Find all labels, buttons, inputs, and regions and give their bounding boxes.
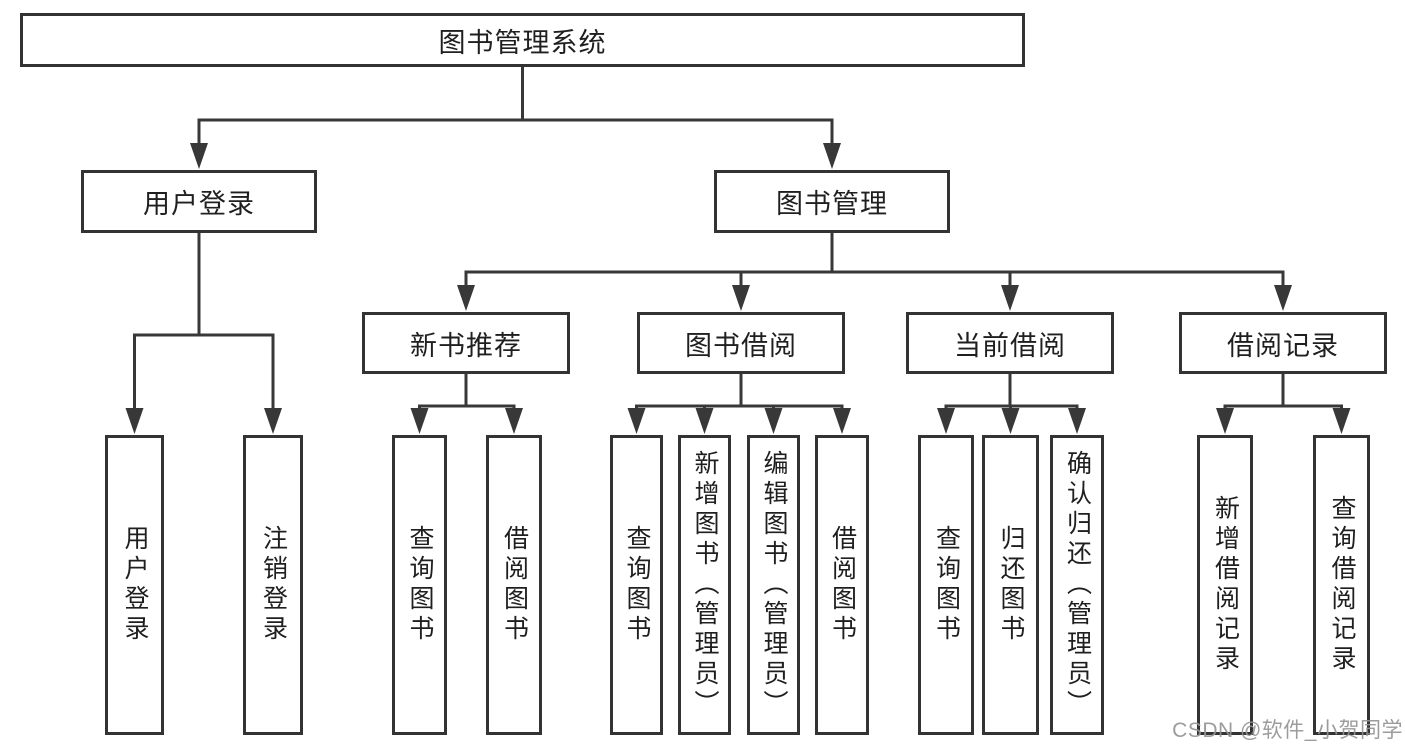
node-new-book-rec: 新书推荐: [362, 312, 570, 374]
node-v-bb-borrow: 借阅图书: [815, 435, 869, 735]
node-v-bb-edit: 编辑图书（管理员）: [747, 435, 800, 735]
connector-arrowhead: [1332, 408, 1351, 434]
connector-arrowhead: [695, 408, 714, 434]
node-label: 借阅图书: [500, 525, 529, 645]
node-label: 借阅图书: [828, 525, 857, 645]
node-label: 图书借阅: [685, 330, 797, 361]
connector-arrowhead: [190, 143, 208, 169]
node-label: 查询图书: [623, 525, 651, 645]
connector-arrowhead: [1068, 408, 1086, 434]
node-book-mgmt: 图书管理: [714, 170, 950, 233]
connector-arrowhead: [264, 408, 282, 434]
connector-arrowhead: [937, 408, 955, 434]
node-v-br-query: 查询借阅记录: [1313, 435, 1370, 735]
node-label: 新增图书（管理员）: [691, 450, 719, 720]
node-v-cb-query: 查询图书: [918, 435, 974, 735]
node-v-br-add: 新增借阅记录: [1197, 435, 1253, 735]
connector-arrowhead: [125, 408, 144, 434]
node-label: 归还图书: [997, 525, 1025, 645]
node-current-borrow: 当前借阅: [906, 312, 1114, 374]
node-v-bb-query: 查询图书: [610, 435, 663, 735]
connector-arrowhead: [823, 143, 841, 169]
node-label: 用户登录: [143, 189, 255, 219]
node-label: 当前借阅: [954, 330, 1066, 361]
node-label: 新增借阅记录: [1211, 495, 1240, 675]
node-v-user-login: 用户登录: [105, 435, 164, 735]
node-label: 图书管理系统: [438, 27, 607, 58]
node-v-nb-query: 查询图书: [392, 435, 447, 735]
node-label: 查询借阅记录: [1328, 495, 1356, 675]
node-v-logout: 注销登录: [243, 435, 303, 735]
node-root: 图书管理系统: [20, 13, 1025, 67]
node-user-login: 用户登录: [81, 170, 317, 233]
node-v-cb-return: 归还图书: [982, 435, 1039, 735]
node-borrow-records: 借阅记录: [1179, 312, 1387, 374]
node-label: 注销登录: [259, 525, 288, 645]
connector-arrowhead: [1001, 408, 1020, 434]
node-v-nb-borrow: 借阅图书: [486, 435, 542, 735]
connector-arrowhead: [732, 285, 750, 311]
node-label: 编辑图书（管理员）: [760, 450, 788, 720]
node-label: 图书管理: [776, 189, 888, 219]
connector-arrowhead: [457, 285, 475, 311]
connector-arrowhead: [1216, 408, 1234, 434]
node-label: 查询图书: [406, 525, 434, 645]
node-label: 确认归还（管理员）: [1063, 450, 1092, 720]
node-label: 用户登录: [121, 525, 149, 645]
connector-arrowhead: [627, 408, 646, 434]
node-v-bb-add: 新增图书（管理员）: [678, 435, 731, 735]
node-label: 借阅记录: [1227, 330, 1339, 361]
node-label: 查询图书: [932, 525, 961, 645]
connector-arrowhead: [833, 408, 851, 434]
connector-arrowhead: [1274, 285, 1292, 311]
connector-arrowhead: [764, 408, 783, 434]
connector-arrowhead: [410, 408, 429, 434]
node-v-cb-confirm: 确认归还（管理员）: [1050, 435, 1104, 735]
node-label: 新书推荐: [410, 330, 522, 361]
connector-arrowhead: [505, 408, 523, 434]
csdn-watermark: CSDN @软件_小贺同学: [1172, 719, 1403, 742]
connector-arrowhead: [1001, 285, 1019, 311]
node-book-borrow: 图书借阅: [637, 312, 845, 374]
